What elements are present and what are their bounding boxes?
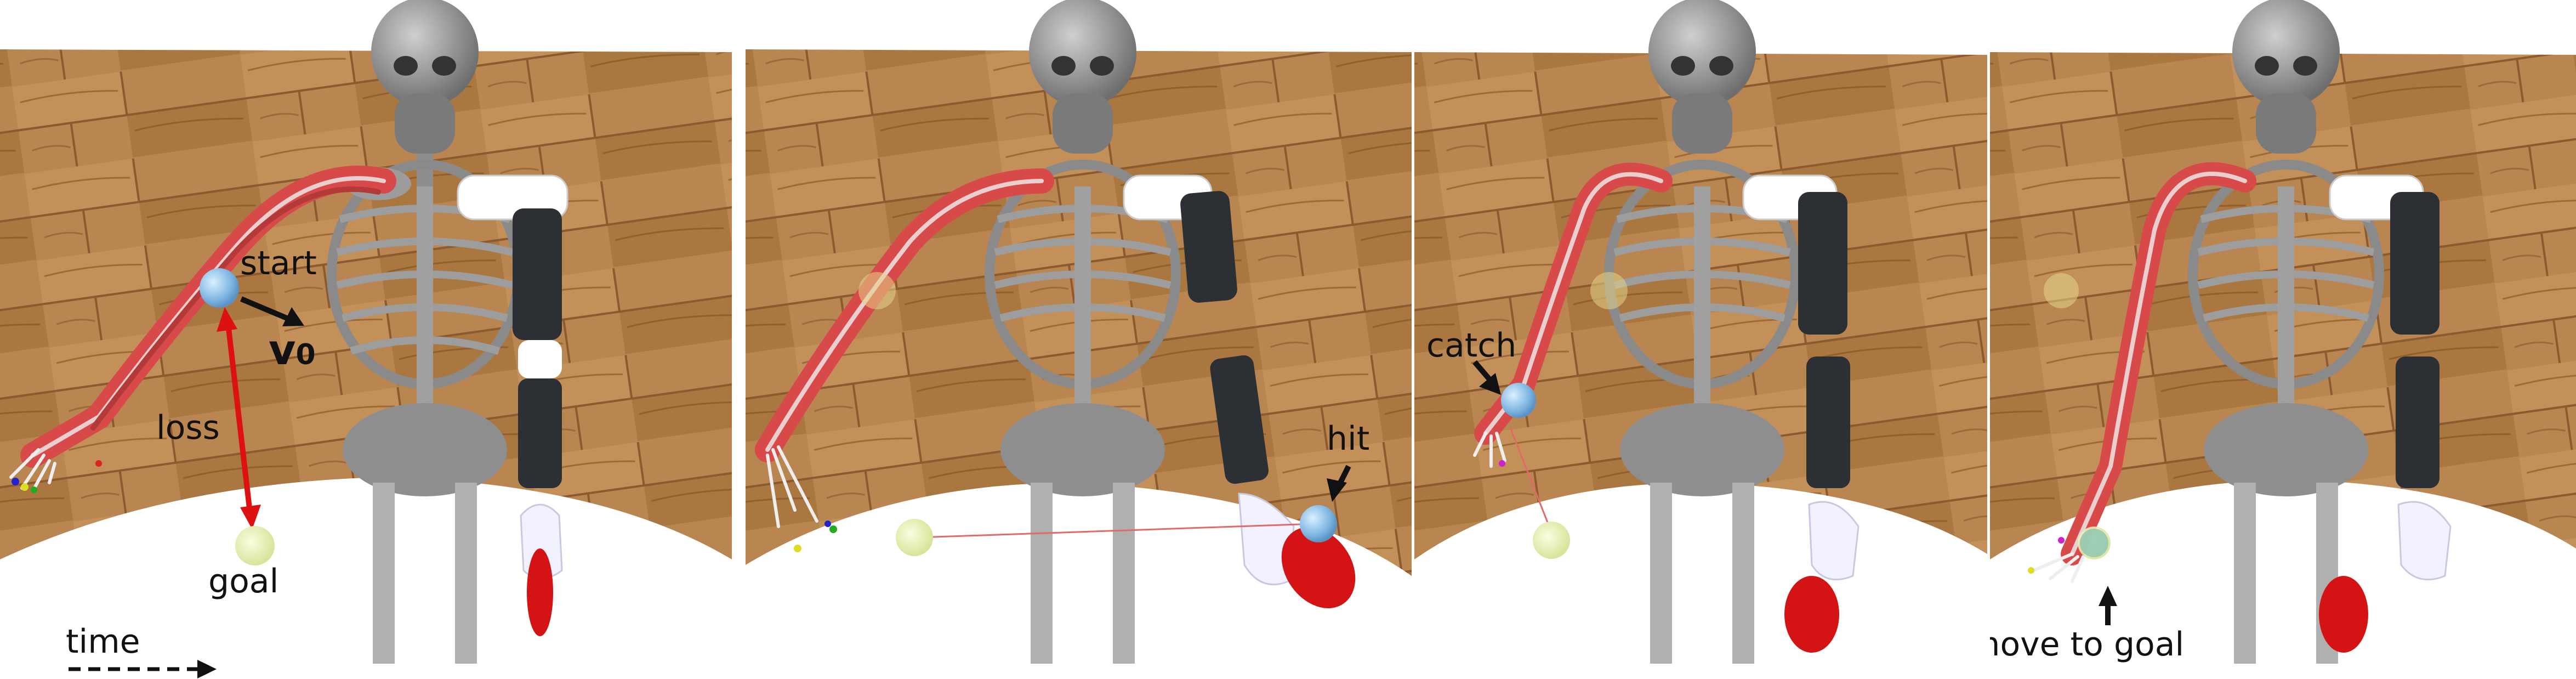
prosthetic-arm bbox=[1742, 174, 1860, 653]
catch-arrow bbox=[1472, 360, 1501, 395]
label-hit: hit bbox=[1327, 420, 1370, 458]
hit-arrow bbox=[1327, 465, 1351, 502]
label-v0-sub: 0 bbox=[295, 338, 316, 371]
ghost-ball bbox=[858, 272, 896, 309]
ball bbox=[200, 268, 239, 308]
loss-arrow bbox=[217, 307, 261, 529]
panel-1-start: start v0 loss goal time bbox=[0, 0, 735, 679]
ghost-ball bbox=[1590, 272, 1628, 309]
goal-marker bbox=[896, 519, 933, 556]
muscle-arm bbox=[2032, 162, 2256, 583]
trajectory-line bbox=[1509, 427, 1553, 533]
ball bbox=[2080, 529, 2108, 557]
prosthetic-arm bbox=[457, 174, 568, 636]
panel-4-move-to-goal: move to goal bbox=[1990, 0, 2576, 679]
muscle-arm bbox=[9, 166, 396, 493]
goal-marker bbox=[1533, 522, 1570, 559]
scene-4 bbox=[1990, 0, 2576, 664]
muscle-arm bbox=[755, 168, 1054, 528]
ghost-ball bbox=[2044, 273, 2079, 308]
label-goal: goal bbox=[208, 562, 279, 601]
panel-2-hit: hit bbox=[746, 0, 1412, 679]
panel-3-catch: catch bbox=[1414, 0, 1987, 679]
scene-3 bbox=[1414, 0, 1987, 664]
v0-arrow bbox=[240, 296, 304, 326]
label-v0-main: v bbox=[269, 325, 296, 374]
prosthetic-arm bbox=[1123, 174, 1356, 609]
time-arrow bbox=[69, 660, 217, 678]
scene-1 bbox=[0, 0, 732, 678]
label-start: start bbox=[240, 244, 317, 282]
label-v0: v0 bbox=[269, 329, 316, 371]
move-to-goal-arrow bbox=[2099, 586, 2117, 625]
scene-2 bbox=[746, 0, 1412, 664]
label-time: time bbox=[66, 623, 140, 661]
skeleton bbox=[985, 0, 1181, 664]
wood-floor bbox=[0, 49, 732, 559]
ball bbox=[1501, 383, 1536, 418]
muscle-arm bbox=[1473, 162, 1673, 468]
label-move-to-goal: move to goal bbox=[1990, 625, 2185, 664]
label-catch: catch bbox=[1426, 326, 1517, 365]
prosthetic-arm bbox=[2319, 174, 2452, 653]
skeleton bbox=[1604, 0, 1800, 664]
trajectory-line bbox=[918, 523, 1316, 539]
ball bbox=[1300, 505, 1337, 542]
label-loss: loss bbox=[156, 409, 220, 447]
goal-marker bbox=[235, 526, 275, 565]
